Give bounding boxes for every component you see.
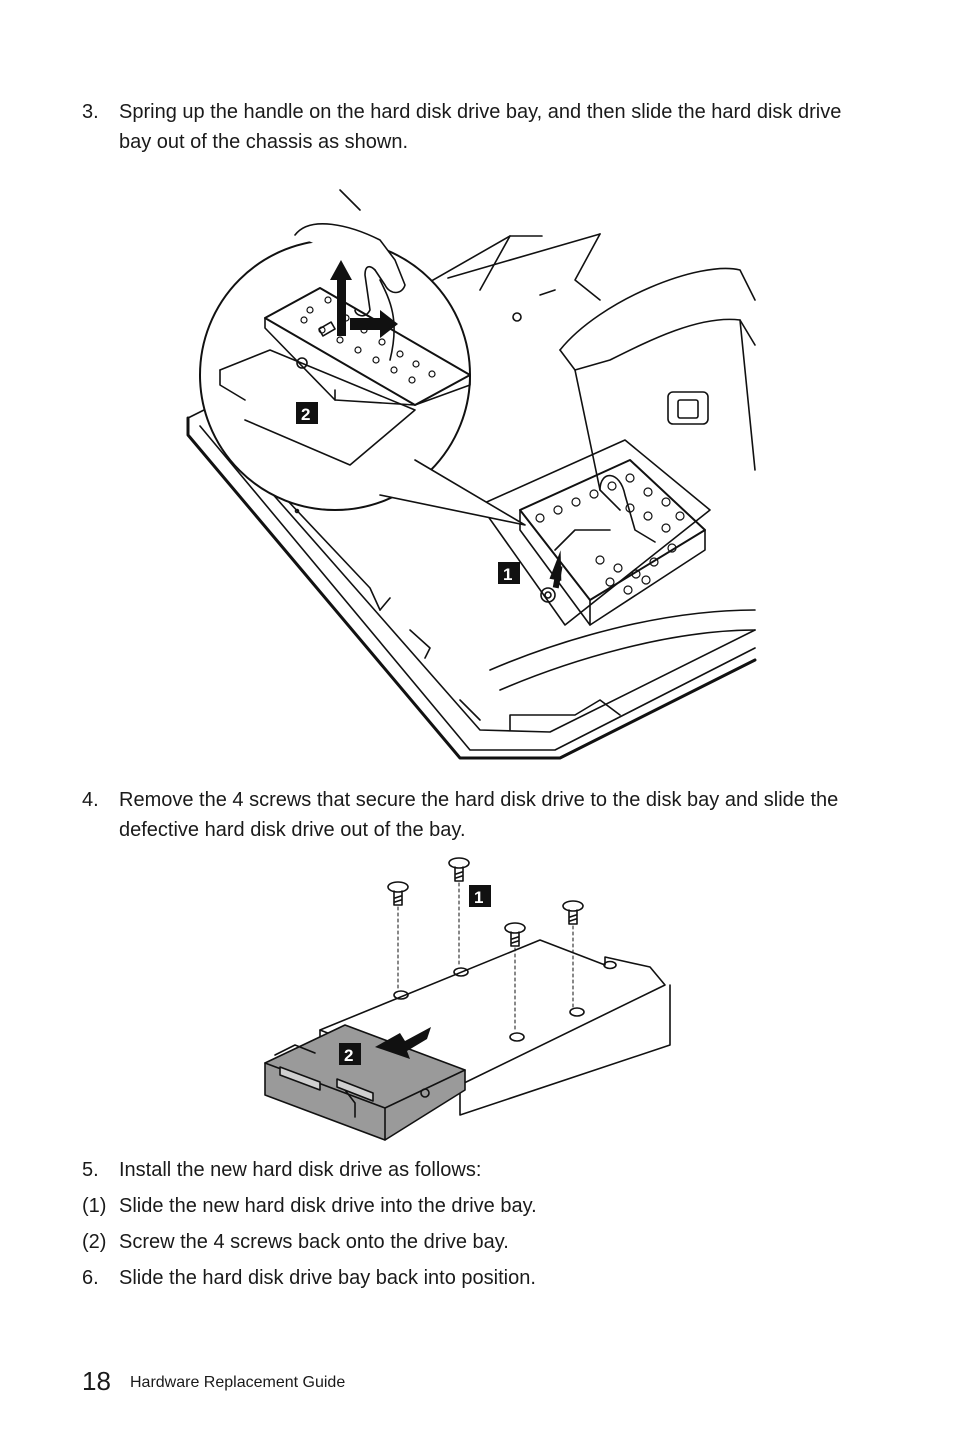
callout-label: 1	[474, 888, 483, 907]
step-number: (2)	[82, 1231, 107, 1253]
step-5: 5. Install the new hard disk drive as fo…	[82, 1155, 862, 1185]
page-number: 18	[82, 1366, 111, 1396]
step-number: (1)	[82, 1195, 107, 1217]
step-text: Slide the new hard disk drive into the d…	[119, 1195, 537, 1217]
step-5-1: (1) Slide the new hard disk drive into t…	[82, 1191, 862, 1221]
callout-1-bay: 1	[498, 562, 520, 584]
step-text: Install the new hard disk drive as follo…	[119, 1159, 482, 1181]
step-3: 3. Spring up the handle on the hard disk…	[82, 97, 862, 157]
callout-2-drive: 2	[339, 1043, 361, 1065]
callout-label: 1	[503, 565, 512, 584]
screw-3	[504, 922, 526, 1033]
step-number: 5.	[82, 1159, 99, 1181]
step-text: Spring up the handle on the hard disk dr…	[119, 101, 842, 153]
step-number: 4.	[82, 789, 99, 811]
screw-2	[448, 857, 470, 968]
callout-label: 2	[344, 1046, 353, 1065]
callout-2-lens: 2	[296, 402, 318, 424]
step-text: Screw the 4 screws back onto the drive b…	[119, 1231, 509, 1253]
document-title: Hardware Replacement Guide	[130, 1374, 346, 1391]
screw-4	[562, 900, 584, 1008]
step-text: Slide the hard disk drive bay back into …	[119, 1267, 536, 1289]
callout-1-screws: 1	[469, 885, 491, 907]
step-number: 3.	[82, 101, 99, 123]
step-text: Remove the 4 screws that secure the hard…	[119, 789, 839, 841]
callout-label: 2	[301, 405, 310, 424]
step-4: 4. Remove the 4 screws that secure the h…	[82, 785, 862, 845]
step-6: 6. Slide the hard disk drive bay back in…	[82, 1263, 862, 1293]
step-number: 6.	[82, 1267, 99, 1289]
step-5-2: (2) Screw the 4 screws back onto the dri…	[82, 1227, 862, 1257]
figure-drive-and-screws: 1 2	[264, 857, 671, 1141]
screw-1	[387, 881, 409, 991]
figure-chassis-drive-bay: 2 1	[186, 189, 757, 760]
